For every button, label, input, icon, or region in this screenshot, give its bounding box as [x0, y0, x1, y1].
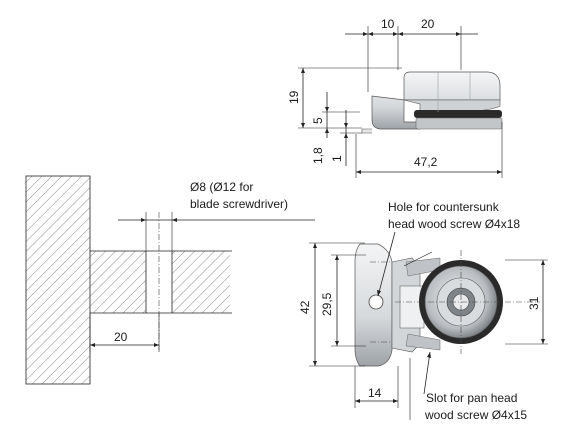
countersunk-hole [368, 294, 384, 310]
bore-note-line2: blade screwdriver) [190, 197, 288, 211]
dim-front-42: 42 [298, 300, 312, 314]
dim-front-31: 31 [527, 296, 541, 310]
dim-side-19: 19 [287, 90, 301, 104]
section-view: Ø8 (Ø12 for blade screwdriver) 20 [25, 175, 315, 385]
dim-side-5: 5 [311, 117, 325, 124]
hole-note-line2: head wood screw Ø4x18 [388, 217, 520, 231]
dim-side-47-2: 47,2 [414, 155, 438, 169]
front-view: 42 29,5 31 14 Hole for countersunk head … [298, 200, 548, 422]
slot-note-line1: Slot for pan head [426, 391, 517, 405]
front-view-part [354, 243, 503, 367]
dim-front-14: 14 [368, 386, 382, 400]
dim-side-20: 20 [421, 17, 435, 31]
slot-note-line2: wood screw Ø4x15 [424, 408, 527, 422]
dim-side-10: 10 [381, 17, 395, 31]
hole-note-line1: Hole for countersunk [388, 200, 500, 214]
bore-note-line1: Ø8 (Ø12 for [190, 180, 253, 194]
side-view-part [361, 71, 503, 134]
dim-front-29-5: 29,5 [320, 292, 334, 316]
side-view: 10 20 19 5 1,8 1 47,2 [287, 17, 503, 178]
dim-section-20: 20 [114, 330, 128, 344]
wall-section [25, 175, 91, 385]
dim-side-1: 1 [330, 155, 344, 162]
dim-side-1-8: 1,8 [311, 147, 325, 164]
